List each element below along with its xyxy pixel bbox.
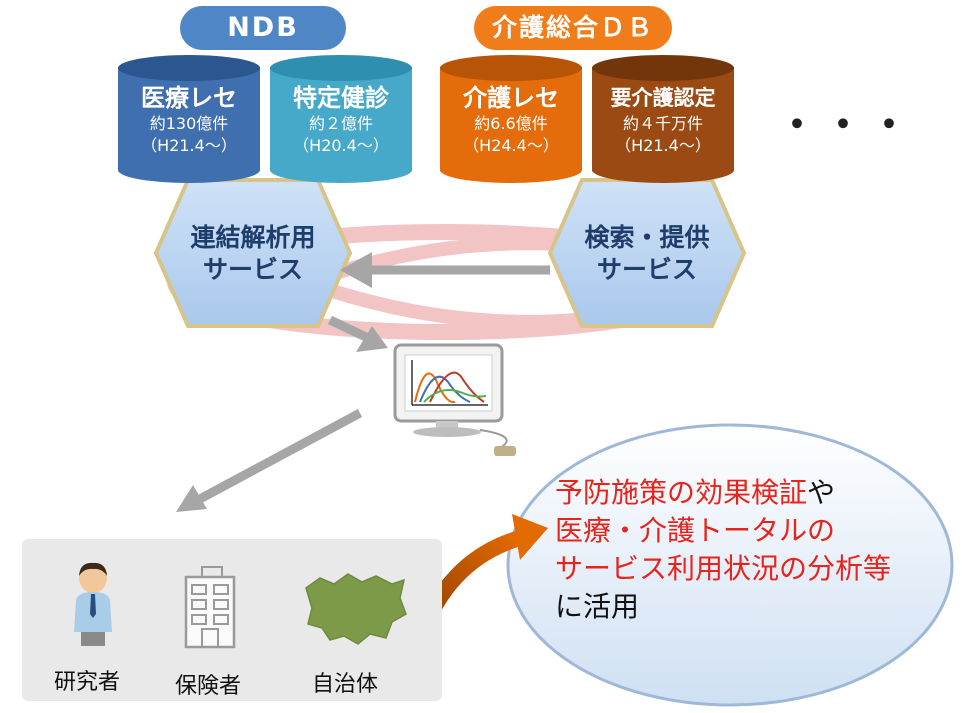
db-count: 約130億件 xyxy=(149,114,229,133)
kaigo-db-group-label: 介護総合ＤＢ xyxy=(474,6,672,50)
db-period: （H21.4〜） xyxy=(615,136,711,155)
db-cylinder-health-checkups: 特定健診 約２億件 （H20.4〜） xyxy=(270,55,412,183)
researcher-icon xyxy=(74,562,112,646)
more-databases-indicator: ・・・ xyxy=(777,102,915,148)
db-count: 約２億件 xyxy=(308,114,373,133)
db-count: 約6.6億件 xyxy=(474,114,548,133)
callout-part1-red: 予防施策の効果検証 xyxy=(555,476,808,509)
db-title: 医療レセ xyxy=(141,84,237,112)
db-count: 約４千万件 xyxy=(622,114,703,133)
building-icon xyxy=(184,566,236,649)
db-cylinder-medical-receipts: 医療レセ 約130億件 （H21.4〜） xyxy=(118,55,260,183)
user-label-insurer: 保険者 xyxy=(175,674,242,699)
db-period: （H20.4〜） xyxy=(293,136,389,155)
callout-line3: サービス利用状況の分析等 xyxy=(555,552,892,585)
ndb-group-label: NDB xyxy=(180,6,346,50)
analysis-arrow xyxy=(328,315,388,352)
user-label-researcher: 研究者 xyxy=(54,670,121,695)
db-title: 特定健診 xyxy=(293,84,389,112)
callout-bubble xyxy=(506,423,954,707)
db-title: 要介護認定 xyxy=(610,86,716,110)
service-line1: 検索・提供 xyxy=(584,223,710,252)
callout-line4: に活用 xyxy=(555,590,640,623)
db-cylinder-care-receipts: 介護レセ 約6.6億件 （H24.4〜） xyxy=(440,55,582,183)
db-cylinder-care-certification: 要介護認定 約４千万件 （H21.4〜） xyxy=(592,55,734,183)
search-provision-service-hexagon xyxy=(547,178,747,328)
db-period: （H24.4〜） xyxy=(463,136,559,155)
db-title: 介護レセ xyxy=(463,84,559,112)
callout-text: 予防施策の効果検証や 医療・介護トータルの サービス利用状況の分析等 に活用 xyxy=(555,474,955,626)
callout-part1-black: や xyxy=(807,476,836,509)
service-line2: サービス xyxy=(202,255,303,284)
map-region-icon xyxy=(305,573,407,645)
callout-line2: 医療・介護トータルの xyxy=(555,514,836,547)
output-arrow xyxy=(176,409,363,512)
service-transfer-arrow xyxy=(340,252,550,288)
db-period: （H21.4〜） xyxy=(141,136,237,155)
user-label-municipality: 自治体 xyxy=(312,672,379,697)
search-provision-service-label: 検索・提供 サービス xyxy=(564,222,730,286)
linked-analysis-service-label: 連結解析用 サービス xyxy=(170,222,336,286)
computer-monitor-icon xyxy=(393,343,516,456)
service-line1: 連結解析用 xyxy=(190,223,316,252)
service-line2: サービス xyxy=(596,255,697,284)
